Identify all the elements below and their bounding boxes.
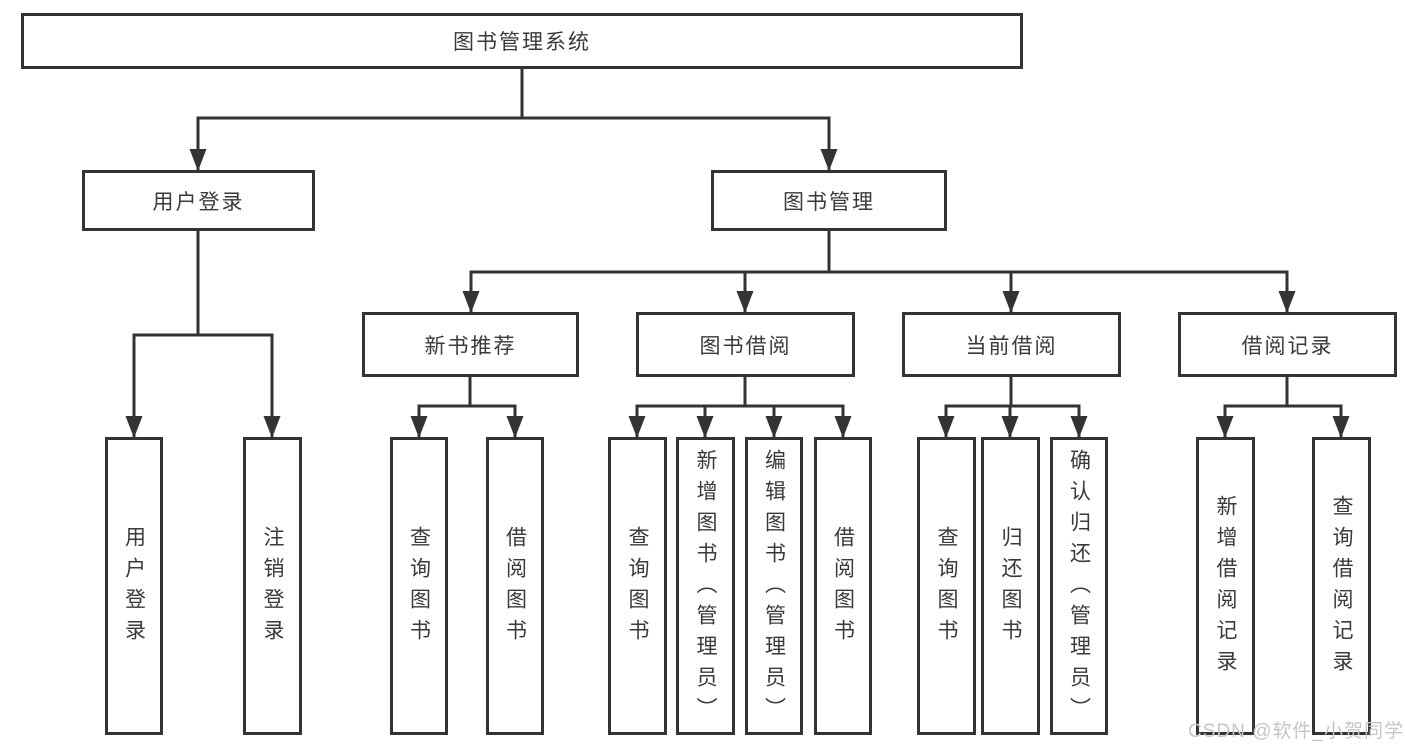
leaf-edit-book-admin: 编辑图书（管理员） bbox=[745, 437, 803, 735]
leaf-query-borrow-record: 查询借阅记录 bbox=[1312, 437, 1371, 735]
leaf-add-book-admin: 新增图书（管理员） bbox=[676, 437, 735, 735]
leaf-user-login: 用户登录 bbox=[105, 437, 163, 735]
leaf-query-books-current: 查询图书 bbox=[917, 437, 976, 735]
leaf-borrow-books-recommend: 借阅图书 bbox=[486, 437, 544, 735]
csdn-watermark: CSDN @软件_小贺同学 bbox=[1188, 721, 1404, 742]
leaf-logout: 注销登录 bbox=[243, 437, 302, 735]
leaf-query-books-borrowing: 查询图书 bbox=[608, 437, 667, 735]
node-book-borrowing: 图书借阅 bbox=[636, 312, 855, 377]
node-library-management-system: 图书管理系统 bbox=[21, 13, 1023, 69]
leaf-borrow-books-borrowing: 借阅图书 bbox=[814, 437, 872, 735]
leaf-add-borrow-record: 新增借阅记录 bbox=[1196, 437, 1255, 735]
leaf-query-books-recommend: 查询图书 bbox=[390, 437, 448, 735]
node-borrowing-records: 借阅记录 bbox=[1178, 312, 1397, 377]
leaf-confirm-return-admin: 确认归还（管理员） bbox=[1050, 437, 1108, 735]
leaf-return-book: 归还图书 bbox=[981, 437, 1040, 735]
node-new-book-recommend: 新书推荐 bbox=[362, 312, 579, 377]
node-book-management: 图书管理 bbox=[711, 170, 947, 231]
node-current-borrowing: 当前借阅 bbox=[902, 312, 1121, 377]
node-user-login: 用户登录 bbox=[82, 170, 315, 231]
